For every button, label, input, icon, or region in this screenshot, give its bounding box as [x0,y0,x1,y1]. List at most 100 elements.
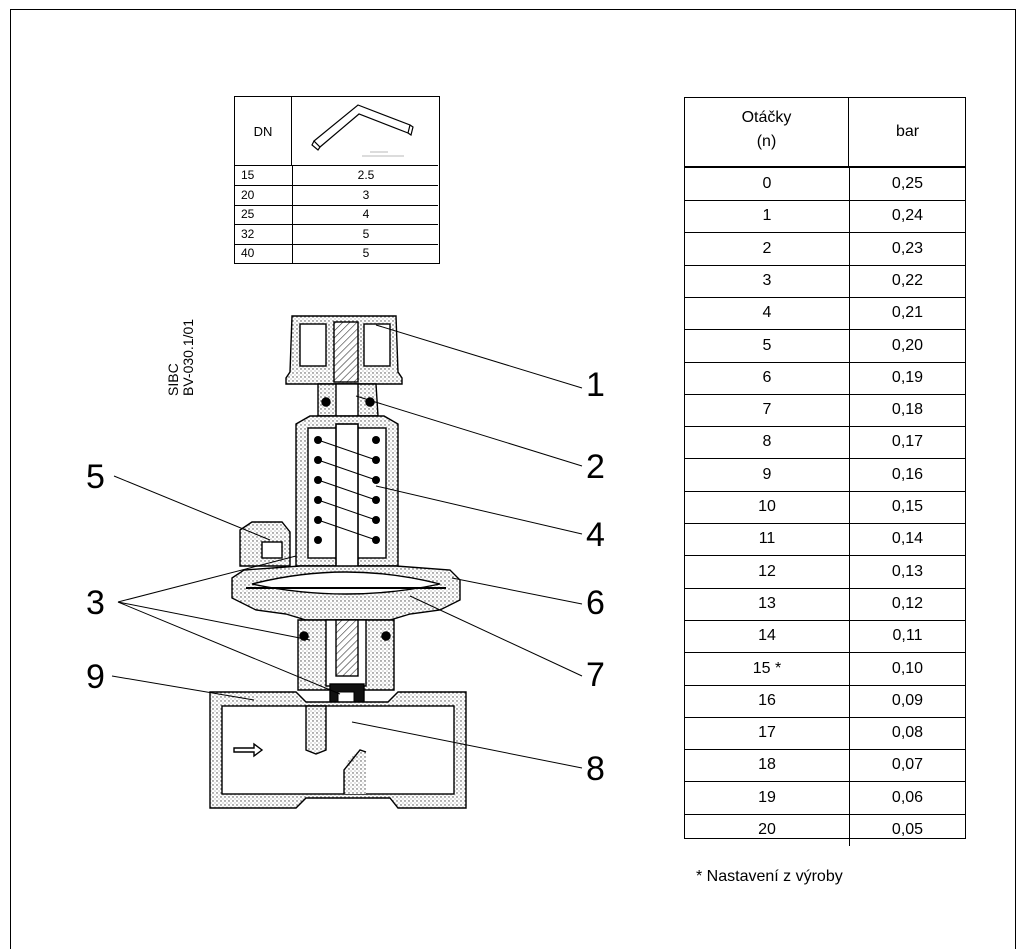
bar-value: 0,08 [891,724,924,742]
pressure-table-row: 15 *0,10 [685,652,965,686]
leader-line-3b [117,601,311,641]
turns-value: 9 [685,458,850,491]
bar-value: 0,22 [891,271,924,289]
dn-value: 15 [241,168,255,182]
turns-value: 18 [685,749,850,782]
bar-value: 0,23 [891,239,924,257]
turns-value: 2 [685,232,850,265]
turns-value: 17 [685,717,850,750]
leader-line-3a [117,555,297,603]
bar-value: 0,13 [891,562,924,580]
turns-value: 10 [685,491,850,523]
turns-value: 3 [685,264,850,297]
dn-value: 32 [241,226,255,241]
leader-line-5 [113,475,271,541]
bar-value: 0,15 [891,498,924,515]
hex-key-icon [292,97,438,165]
leader-line-3c [117,601,341,695]
bar-value: 0,09 [891,691,924,709]
leader-line-1 [375,324,583,389]
leader-line-8 [351,721,583,769]
turns-value: 16 [685,684,850,717]
bar-value: 0,11 [892,627,923,645]
dn-table-row: 25 4 [235,205,439,226]
bar-value: 0,07 [891,756,924,774]
pressure-table-header: Otáčky (n) bar [685,98,965,168]
bar-header: bar [895,123,920,140]
callout-5: 5 [86,458,105,496]
bar-value: 0,14 [891,530,924,548]
turns-value: 20 [685,814,850,846]
turns-value: 12 [685,555,850,588]
callout-3: 3 [86,584,105,622]
turns-value: 1 [685,200,850,233]
callout-2: 2 [586,448,605,486]
turns-value: 0 [685,168,850,200]
turns-value: 6 [685,361,850,394]
callout-1: 1 [586,366,605,404]
dn-value: 25 [241,207,255,222]
bar-value: 0,12 [891,594,924,612]
key-size-value: 2.5 [292,166,439,185]
bar-value: 0,20 [891,336,924,354]
dn-table-header: DN [235,97,438,166]
callout-7: 7 [586,656,605,694]
dn-header-label: DN [235,97,292,165]
turns-value: 4 [685,297,850,330]
dn-value: 40 [241,246,255,261]
turns-value: 13 [685,587,850,620]
turns-value: 7 [685,394,850,427]
turns-header: Otáčky (n) [685,98,849,166]
bar-value: 0,24 [891,207,924,225]
key-size-value: 5 [292,244,439,264]
bar-value: 0,21 [891,304,924,322]
callout-9: 9 [86,658,105,696]
bar-value: 0,16 [891,465,924,483]
bar-value: 0,19 [891,368,924,386]
key-size-value: 5 [292,224,439,244]
turns-value: 19 [685,781,850,814]
leader-line-9 [111,675,255,701]
dn-table-row: 40 5 [235,244,439,264]
bar-value: 0,05 [891,821,924,838]
leader-line-6 [451,577,583,605]
bar-value: 0,17 [891,433,924,451]
key-size-value: 4 [292,205,439,225]
factory-setting-footnote: * Nastavení z výroby [696,868,843,885]
turns-value: 14 [685,620,850,653]
bar-value: 0,25 [891,175,924,192]
bar-value: 0,10 [891,659,924,677]
dn-value: 20 [241,187,255,202]
callout-8: 8 [586,750,605,788]
flow-direction-arrow [233,742,264,758]
leader-line-4 [375,485,583,535]
turns-header-label: Otáčky [741,109,792,126]
callout-4: 4 [586,516,605,554]
turns-header-unit: (n) [756,133,777,150]
dn-table-row: 32 5 [235,224,439,245]
callout-6: 6 [586,584,605,622]
bar-value: 0,18 [891,401,924,419]
